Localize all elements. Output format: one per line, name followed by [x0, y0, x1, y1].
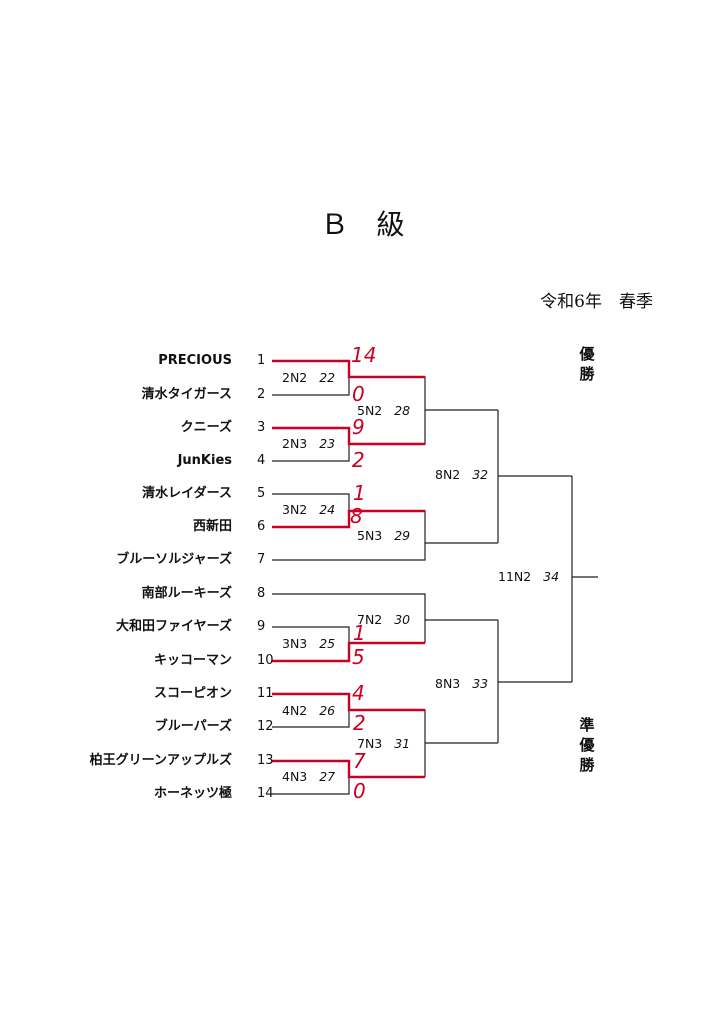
team-name: 南部ルーキーズ [141, 586, 232, 601]
match-number: 26 [319, 703, 336, 718]
team-seed: 1 [257, 353, 266, 368]
team-seed: 9 [257, 619, 266, 634]
team-seed: 12 [257, 719, 274, 734]
match-label: 11N2 34 [498, 569, 559, 585]
match-number: 23 [319, 436, 336, 451]
match-label: 8N3 33 [435, 676, 488, 692]
team-seed: 3 [257, 420, 266, 435]
season-label: 令和6年 春季 [540, 292, 653, 312]
team-seed: 4 [257, 453, 266, 468]
match-number: 32 [472, 467, 489, 482]
score: 2 [353, 711, 366, 735]
match-number: 31 [394, 736, 411, 751]
win-team-11 [272, 692, 425, 712]
team-name: ホーネッツ極 [153, 786, 232, 801]
match-number: 22 [319, 370, 336, 385]
score: 5 [352, 645, 365, 669]
score: 14 [351, 343, 377, 367]
win-team-1 [272, 359, 425, 379]
match-number: 33 [472, 676, 489, 691]
match-label: 3N2 24 [282, 502, 335, 518]
team-name: キッコーマン [153, 653, 232, 668]
match-label: 3N3 25 [282, 636, 335, 652]
match-code: 11N2 [498, 569, 532, 584]
match-label: 8N2 32 [435, 467, 488, 483]
team-name: 西新田 [192, 519, 232, 534]
match-code: 3N3 [282, 636, 308, 651]
match-code: 4N2 [282, 703, 308, 718]
line-team-9 [272, 626, 350, 643]
score: 1 [353, 621, 366, 645]
match-number: 34 [543, 569, 560, 584]
match-code: 2N3 [282, 436, 308, 451]
team-name: PRECIOUS [158, 353, 232, 368]
match-label: 7N3 31 [357, 736, 410, 752]
match-code: 8N3 [435, 676, 461, 691]
score: 4 [352, 681, 365, 705]
match-label: 5N3 29 [357, 528, 410, 544]
page-title: Ｂ 級 [320, 208, 405, 241]
match-label: 5N2 28 [357, 403, 410, 419]
match-code: 5N3 [357, 528, 383, 543]
match-number: 29 [394, 528, 411, 543]
score: 2 [352, 448, 365, 472]
score: 8 [350, 504, 363, 528]
team-seed: 7 [257, 552, 266, 567]
team-seed: 8 [257, 586, 266, 601]
score: 0 [353, 779, 366, 803]
score: 7 [353, 749, 366, 773]
win-team-3 [272, 426, 425, 446]
team-seed: 10 [257, 653, 274, 668]
team-name: 柏王グリーンアップルズ [89, 753, 232, 768]
team-name: ブルーパーズ [154, 719, 232, 734]
match-label: 2N3 23 [282, 436, 335, 452]
team-seed: 11 [257, 686, 274, 701]
score: 1 [353, 481, 366, 505]
match-code: 7N2 [357, 612, 383, 627]
team-seed: 14 [257, 786, 274, 801]
match-number: 28 [394, 403, 411, 418]
match-label: 7N2 30 [357, 612, 410, 628]
team-seed: 6 [257, 519, 266, 534]
match-number: 25 [319, 636, 336, 651]
match-number: 24 [319, 502, 336, 517]
match-label: 4N2 26 [282, 703, 335, 719]
match-code: 3N2 [282, 502, 308, 517]
win-team-10 [272, 641, 425, 663]
team-name: ブルーソルジャーズ [116, 552, 232, 567]
team-name: スコーピオン [153, 686, 232, 701]
match-code: 7N3 [357, 736, 383, 751]
score: 9 [352, 415, 365, 439]
champion-label: 優勝 [579, 345, 595, 383]
team-seed: 13 [257, 753, 274, 768]
runner-up-label: 準優勝 [579, 716, 595, 774]
match-code: 5N2 [357, 403, 383, 418]
team-name: クニーズ [180, 420, 232, 435]
match-label: 4N3 27 [282, 769, 335, 785]
match-number: 30 [394, 612, 411, 627]
match-code: 4N3 [282, 769, 308, 784]
match-number: 27 [319, 769, 336, 784]
team-seed: 2 [257, 387, 266, 402]
team-name: JunKies [177, 453, 232, 468]
team-name: 清水レイダース [142, 486, 232, 501]
win-team-13 [272, 759, 425, 779]
match-code: 2N2 [282, 370, 308, 385]
team-name: 清水タイガース [141, 387, 232, 402]
match-label: 2N2 22 [282, 370, 335, 386]
line-team-12 [272, 710, 350, 728]
win-team-6 [272, 509, 425, 529]
line-7N2 [272, 593, 426, 643]
line-team-14 [272, 777, 350, 795]
match-code: 8N2 [435, 467, 461, 482]
team-name: 大和田ファイヤーズ [116, 619, 232, 634]
line-5N3-b [272, 543, 426, 561]
score: 0 [352, 382, 365, 406]
team-seed: 5 [257, 486, 266, 501]
